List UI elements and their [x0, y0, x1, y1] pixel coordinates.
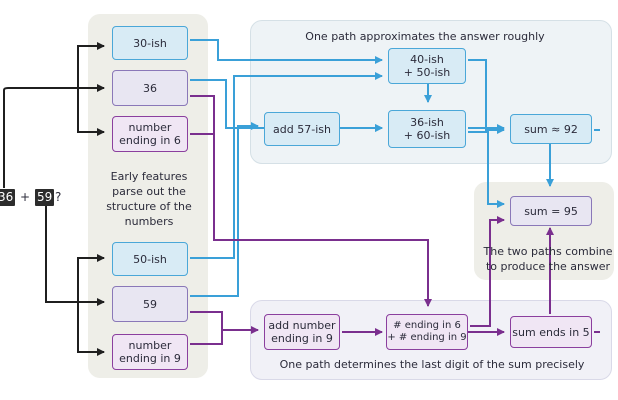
node-ending-6: number ending in 6 — [112, 116, 188, 152]
wire-36-to-ending-sum — [190, 95, 215, 134]
wire-59-to-add-ending9 — [190, 311, 259, 334]
operand-b-token: 59 — [35, 189, 55, 206]
node-36ish-plus-60ish: 36-ish + 60-ish — [388, 110, 466, 148]
wire-59-to-add57 — [190, 122, 259, 297]
wire-36-to-ending6 — [77, 88, 105, 136]
node-30ish: 30-ish — [112, 26, 188, 60]
wire-ending-sum-to-sum95 — [470, 216, 505, 327]
wire-50ish-to-40-50 — [190, 72, 383, 259]
node-sum-approx-92: sum ≈ 92 — [510, 114, 592, 144]
node-50ish: 50-ish — [112, 242, 188, 276]
node-add-57ish: add 57-ish — [264, 112, 340, 146]
wire-59-to-ending9 — [77, 302, 105, 356]
node-36: 36 — [112, 70, 188, 106]
approximate-path-caption: One path approximates the answer roughly — [305, 30, 545, 43]
node-add-ending-9: add number ending in 9 — [264, 314, 340, 350]
wire-ending9-to-add-ending9 — [190, 330, 223, 345]
node-ending-9: number ending in 9 — [112, 334, 188, 370]
node-sum-ends-in-5: sum ends in 5 — [510, 316, 592, 348]
connection-wires — [3, 39, 600, 356]
wire-ending6-to-ending-sum — [190, 133, 432, 307]
wire-36-60-to-sum95 — [468, 131, 505, 208]
wire-40-50-to-approx — [468, 59, 505, 134]
node-sum-95: sum = 95 — [510, 196, 592, 226]
question-mark: ? — [55, 190, 62, 204]
combine-caption: The two paths combine to produce the ans… — [483, 245, 613, 273]
plus-sign: + — [20, 190, 31, 204]
early-features-caption: Early features parse out the structure o… — [106, 170, 192, 228]
operand-a-token: 36 — [0, 189, 16, 206]
wire-36-to-30ish — [3, 42, 105, 188]
node-40ish-plus-50ish: 40-ish + 50-ish — [388, 48, 466, 84]
node-ending6-plus-ending9: # ending in 6 + # ending in 9 — [386, 314, 468, 350]
last-digit-path-caption: One path determines the last digit of th… — [279, 358, 585, 371]
node-59: 59 — [112, 286, 188, 322]
wire-30ish-to-40-50 — [190, 39, 383, 64]
